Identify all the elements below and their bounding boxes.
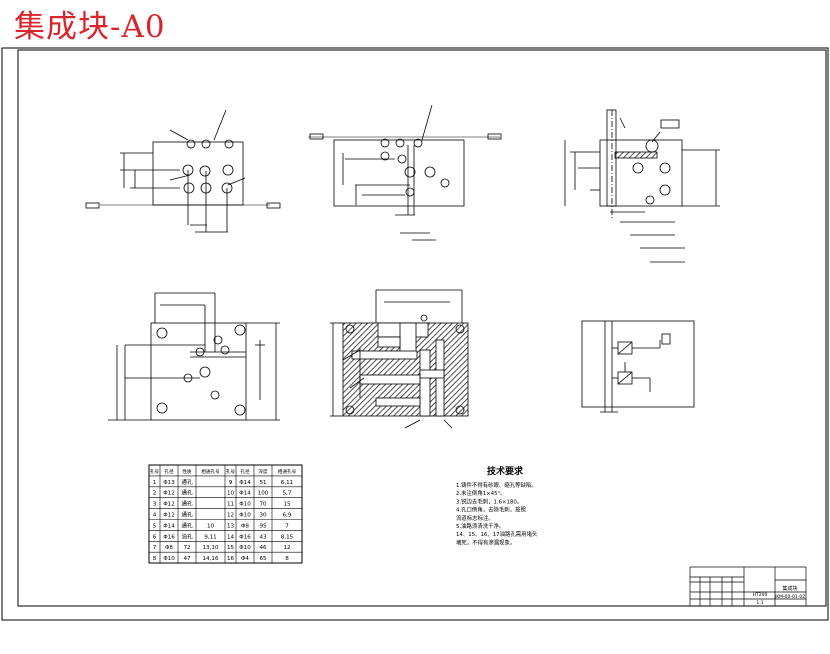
hole-table-cell: 1: [153, 480, 157, 486]
hole-table-cell: 通孔: [181, 478, 193, 486]
hole-table-cell: Φ16: [163, 534, 175, 540]
inner-border: [17, 49, 827, 607]
hole-table-cell: 14,16: [202, 556, 218, 562]
tech-requirement-line: 1.铸件不得有砂眼、缩孔等缺陷。: [456, 481, 537, 489]
hole-table-cell: Φ10: [239, 545, 251, 551]
hole-table-cell: 12: [227, 513, 234, 519]
top-view: [108, 292, 280, 421]
hole-table-cell: Φ12: [163, 491, 175, 497]
hole-table-cell: 30: [259, 513, 267, 519]
hole-table-cell: Φ8: [165, 545, 173, 551]
hole-table-cell: 13: [227, 523, 235, 529]
right-view: [564, 109, 720, 263]
hole-table-cell: 4: [153, 513, 157, 519]
sheet-title: 集成块-A0: [14, 9, 166, 45]
title-block-drawing-no: JKM-00-01-02: [774, 594, 805, 600]
front-view: [85, 109, 281, 233]
tech-requirements-heading: 技术要求: [487, 465, 524, 477]
hole-table-cell: Φ12: [163, 513, 175, 519]
hole-table-cell: Φ12: [163, 502, 175, 508]
hole-table-cell: 通孔: [181, 500, 193, 508]
hole-table-cell: 15: [227, 545, 235, 551]
title-block-material: HT200: [753, 592, 768, 598]
tech-requirement-line: 14、15、16、17油路孔需用堵头: [456, 530, 538, 538]
hole-table-cell: 8,15: [281, 534, 294, 540]
tech-requirement-line: 堵死，不得有渗漏现象。: [456, 538, 515, 546]
hole-table-cell: Φ10: [163, 556, 175, 562]
hole-table-cell: 14: [227, 534, 235, 540]
hole-table-cell: 9,11: [204, 534, 217, 540]
hole-table-cell: 15: [283, 502, 291, 508]
hole-table-cell: 7: [153, 545, 157, 551]
tech-requirement-line: 流道标志标注。: [456, 514, 494, 522]
hole-table-cell: 10: [227, 491, 235, 497]
tech-requirement-line: 5.油路须清洗干净。: [456, 522, 504, 530]
hole-table-cell: 95: [259, 523, 267, 529]
hole-table-cell: 油孔: [181, 532, 193, 540]
hole-table-cell: 8: [285, 556, 289, 562]
title-block: [689, 566, 807, 607]
hole-table-header-cell: 孔号: [226, 468, 236, 475]
tech-requirement-line: 3.锐边去毛刺，1.6×180。: [456, 497, 522, 505]
tech-requirement-line: 2.未注倒角1×45°。: [456, 489, 506, 497]
hole-table-header-cell: 孔号: [150, 468, 160, 475]
hole-table-cell: 5,7: [283, 491, 292, 497]
hole-table-cell: 65: [259, 556, 267, 562]
hole-table-cell: 12: [283, 545, 290, 551]
title-block-part-name: 集成块: [782, 585, 797, 592]
hole-table-cell: Φ14: [239, 491, 251, 497]
hole-table-cell: Φ14: [239, 480, 251, 486]
hole-table-cell: 9: [229, 480, 233, 486]
hole-table-cell: 16: [227, 556, 235, 562]
section-view: [330, 289, 469, 429]
hole-table-cell: 2: [153, 491, 157, 497]
hole-table-cell: 3: [153, 502, 157, 508]
hole-table-cell: 通孔: [181, 521, 193, 529]
hole-table-cell: 46: [259, 545, 267, 551]
tech-requirements-lines: 1.铸件不得有砂眼、缩孔等缺陷。2.未注倒角1×45°。3.锐边去毛刺，1.6×…: [456, 481, 538, 546]
hole-table-cell: Φ8: [241, 523, 249, 529]
hole-table-header-cell: 性质: [182, 468, 192, 475]
hole-table-header-cell: 孔径: [164, 468, 174, 475]
hole-table-cell: Φ4: [241, 556, 249, 562]
hydraulic-schematic: [581, 320, 695, 413]
hole-table-header-cell: 相通孔号: [278, 468, 297, 475]
hole-table-cell: 47: [183, 556, 191, 562]
hole-table-header-cell: 深度: [258, 468, 268, 475]
tech-requirements: 技术要求 1.铸件不得有砂眼、缩孔等缺陷。2.未注倒角1×45°。3.锐边去毛刺…: [456, 465, 538, 546]
hole-table-cell: 8: [153, 556, 157, 562]
hole-table-cell: Φ13: [163, 480, 175, 486]
hole-table-cell: 43: [259, 534, 267, 540]
hole-table-cell: Φ14: [163, 523, 175, 529]
hole-table-cell: 通孔: [181, 489, 193, 497]
hole-table-cell: 6: [153, 534, 157, 540]
title-block-scale: 1:1: [756, 600, 763, 606]
hole-table-header-cell: 相通孔号: [201, 468, 220, 475]
hole-table-cell: 6,9: [283, 513, 292, 519]
hole-table-cell: 7: [285, 523, 289, 529]
hole-table-cell: 10: [207, 523, 215, 529]
tech-requirement-line: 4.孔口倒角，去除毛刺，按照: [456, 506, 526, 514]
hole-table-cell: 6,11: [281, 480, 294, 486]
hole-table-cell: 13,10: [202, 545, 218, 551]
outer-border: [1, 47, 829, 621]
hole-table-cell: 51: [259, 480, 267, 486]
side-view: [308, 104, 502, 241]
hole-table-cell: 72: [183, 545, 190, 551]
hole-table-cell: 5: [153, 523, 157, 529]
hole-table-cell: 11: [227, 502, 235, 508]
hole-table-cell: 70: [259, 502, 267, 508]
hole-table-cell: Φ16: [239, 534, 251, 540]
hole-table-cell: 100: [258, 491, 269, 497]
hole-table-cell: Φ10: [239, 502, 251, 508]
hole-table-cell: Φ10: [239, 513, 251, 519]
hole-table-header-cell: 孔径: [240, 468, 250, 475]
hole-table-cell: 通孔: [181, 511, 193, 519]
